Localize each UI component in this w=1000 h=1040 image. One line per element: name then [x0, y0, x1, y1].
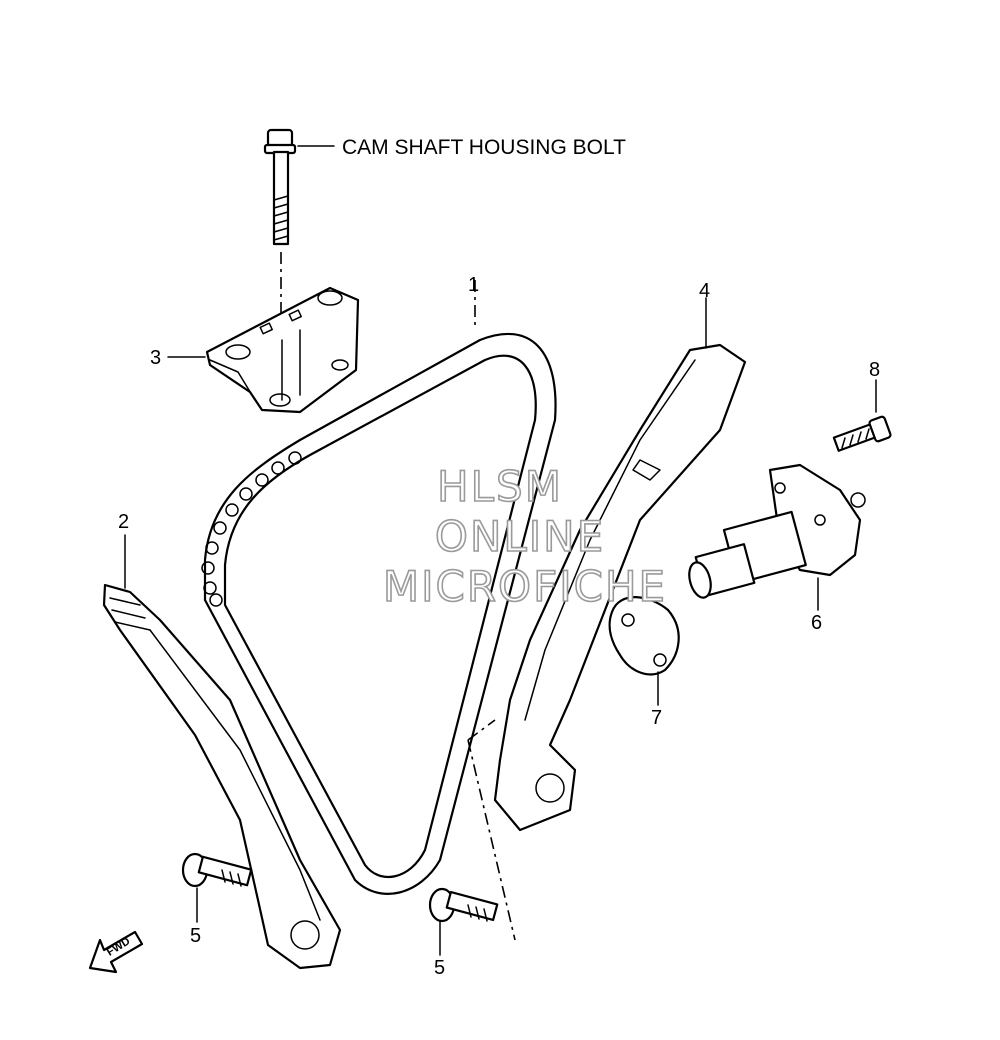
bolt-part-8 — [832, 379, 892, 452]
chain-guide-part-2 — [102, 534, 342, 970]
part-label-8: 8 — [869, 359, 881, 381]
part-label-6: 6 — [811, 612, 823, 634]
part-label-4: 4 — [699, 280, 711, 302]
bracket-part-3 — [167, 286, 360, 414]
watermark-line-2: ONLINE — [434, 511, 606, 562]
tensioner-adjuster-part-6 — [688, 463, 866, 611]
bolt-part-5-right — [428, 887, 499, 956]
part-label-2: 2 — [118, 511, 130, 533]
part-label-1: 1 — [468, 274, 480, 296]
watermark-line-1: HLSM — [436, 461, 563, 512]
cam-shaft-housing-bolt-label: CAM SHAFT HOUSING BOLT — [342, 136, 626, 159]
cam-chain-part-1 — [201, 280, 557, 895]
fwd-arrow-icon — [88, 930, 144, 974]
part-label-5-left: 5 — [190, 925, 202, 947]
bolt-part-5-left — [181, 852, 253, 923]
watermark-line-3: MICROFICHE — [382, 561, 668, 612]
tensioner-arm-part-4 — [467, 297, 747, 941]
part-label-5-right: 5 — [434, 957, 446, 979]
part-label-3: 3 — [150, 347, 162, 369]
part-label-7: 7 — [651, 707, 663, 729]
gasket-part-7 — [608, 596, 680, 706]
